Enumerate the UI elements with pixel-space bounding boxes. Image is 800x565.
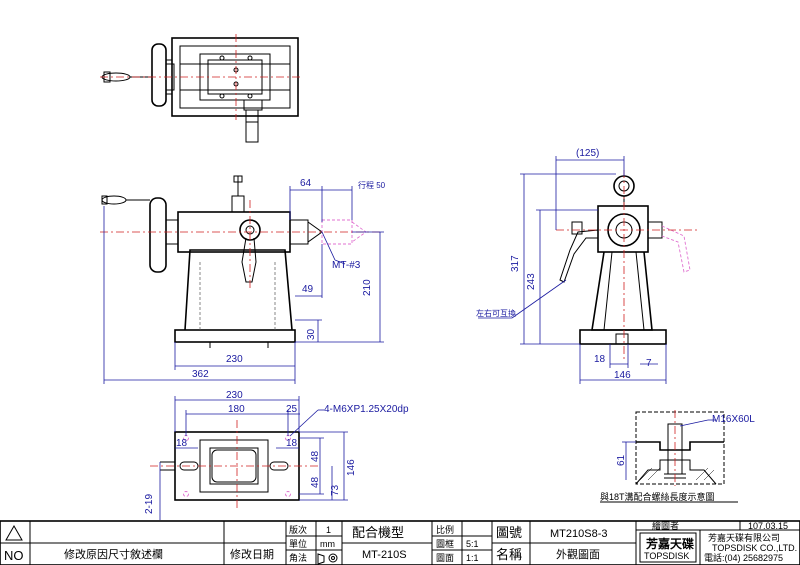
drawing-face-label: 圖面 [436,553,454,563]
plan-view: 230 180 25 4-M6XP1.25X20dp 18 18 48 48 1… [144,390,409,520]
callout-interchangeable: 左右可互換 [476,308,516,318]
dim-243: 243 [526,273,537,290]
title-block: NO 修改原因尺寸敘述欄 修改日期 版次 1 單位 mm 角法 配合機型 MT-… [0,520,800,565]
drawing-frame-label: 圖框 [436,538,454,549]
dim-230: 230 [226,354,243,365]
unit-label: 單位 [289,538,307,549]
edition-value: 1 [326,525,331,535]
dim-18-left: 18 [176,438,188,449]
dim-2-19: 2-19 [144,494,155,514]
drawing-no-label: 圖號 [496,525,522,540]
angle-label: 角法 [289,552,307,563]
dim-230-plan: 230 [226,390,243,401]
side-view: (125) 317 243 左右可互換 18 7 146 [476,148,700,384]
company-logo-en: TOPSDISK [644,551,689,561]
dim-125: (125) [576,148,599,159]
dim-73: 73 [330,484,341,496]
company-name-cn: 芳嘉天碟有限公司 [708,532,780,543]
dim-362: 362 [192,369,209,380]
dim-30: 30 [306,328,317,340]
dim-180: 180 [228,404,245,415]
dim-18-right: 18 [286,438,298,449]
scale-label: 比例 [436,524,454,535]
top-view [100,34,300,143]
drawing-frame-value: 5:1 [466,539,479,549]
dim-49: 49 [302,284,314,295]
dim-48-bottom: 48 [310,476,321,488]
drafter-label: 繪圖者 [652,520,679,531]
drawing-no-value: MT210S8-3 [550,528,607,540]
dim-48-top: 48 [310,450,321,462]
revision-text: 修改原因尺寸敘述欄 [64,547,163,561]
dim-mt: MT-#3 [332,260,361,271]
dim-64: 64 [300,178,312,189]
unit-value: mm [320,539,335,549]
dim-146-plan: 146 [346,459,357,476]
dim-317: 317 [510,255,521,272]
model-value: MT-210S [362,549,407,561]
detail-caption: 與18T溝配合螺絲長度示意圖 [600,491,715,502]
dim-bolt: M16X60L [712,414,755,425]
company-phone: 電話:(04) 25682975 [704,552,783,563]
date-value: 107.03.15 [748,521,788,531]
dim-holes: 4-M6XP1.25X20dp [324,404,409,415]
edition-label: 版次 [289,524,307,535]
dim-stroke: 行程 50 [358,180,386,190]
front-view: 64 行程 50 MT-#3 49 210 30 230 362 [100,175,386,384]
dim-7: 7 [646,358,652,369]
projection-symbol-icon [317,553,338,565]
name-value: 外觀圖面 [556,548,600,561]
company-name-en: TOPSDISK CO.,LTD. [712,543,797,553]
name-label: 名稱 [496,547,522,562]
detail-hatching [639,467,715,481]
dim-18: 18 [594,354,606,365]
model-label: 配合機型 [352,525,404,540]
company-logo: 芳嘉天碟 [646,536,694,551]
detail-view: M16X60L 61 與18T溝配合螺絲長度示意圖 [600,410,755,503]
no-label: NO [4,548,24,563]
revision-date-label: 修改日期 [230,547,274,561]
dim-210: 210 [362,279,373,296]
drawing-face-value: 1:1 [466,553,479,563]
dim-146-side: 146 [614,370,631,381]
dim-25: 25 [286,404,298,415]
dim-61: 61 [616,454,627,466]
